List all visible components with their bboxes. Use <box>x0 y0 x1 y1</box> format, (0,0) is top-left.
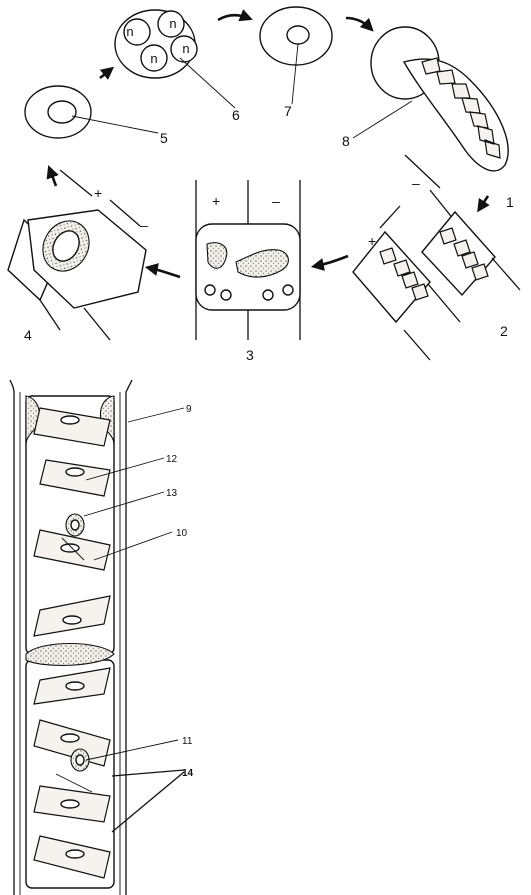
stage-8-germination <box>352 26 509 172</box>
mating-type-plus: + <box>94 185 102 201</box>
label-stage-8: 8 <box>342 133 350 149</box>
label-12: 12 <box>166 454 178 465</box>
stage-6-meiosis <box>114 9 236 109</box>
label-stage-3: 3 <box>246 347 254 363</box>
nucleus-label: n <box>169 16 176 31</box>
stage-3-fusion <box>195 180 301 340</box>
labels: 1 2 3 4 5 6 7 8 n n n n – + + – + – 9 10… <box>24 16 514 779</box>
label-13: 13 <box>166 488 178 499</box>
label-stage-6: 6 <box>232 107 240 123</box>
mating-type-minus: – <box>412 175 420 191</box>
mating-type-minus: – <box>272 193 280 209</box>
label-9: 9 <box>186 404 192 415</box>
stage-4-zygote-formation <box>7 169 147 341</box>
mating-type-minus: – <box>140 217 148 233</box>
nucleus-label: n <box>182 41 189 56</box>
label-11: 11 <box>182 736 193 747</box>
stage-1-2-conjugation <box>352 154 521 361</box>
label-14: 14 <box>182 768 194 779</box>
label-stage-4: 4 <box>24 327 32 343</box>
label-stage-5: 5 <box>160 130 168 146</box>
filament <box>9 379 185 895</box>
label-stage-2: 2 <box>500 323 508 339</box>
label-stage-7: 7 <box>284 103 292 119</box>
mating-type-plus: + <box>368 233 376 249</box>
nucleus-label: n <box>126 24 133 39</box>
nucleus-label: n <box>150 51 157 66</box>
stage-5-zygote <box>24 85 159 139</box>
label-stage-1: 1 <box>506 194 514 210</box>
stage-7-zygospore <box>259 6 333 105</box>
mating-type-plus: + <box>212 193 220 209</box>
label-10: 10 <box>176 528 188 539</box>
